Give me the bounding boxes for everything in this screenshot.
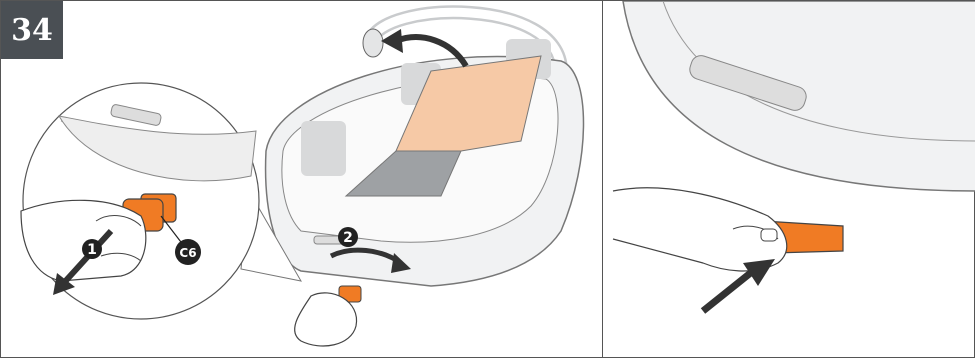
c6-label: C6 (179, 246, 196, 260)
marker-1-label: 1 (87, 242, 97, 258)
left-panel: 2 1 C6 34 (0, 0, 603, 358)
hand-right (613, 188, 787, 271)
marker-2-label: 2 (343, 230, 353, 246)
right-illustration (603, 1, 975, 359)
hand (295, 293, 357, 346)
mesh-panel (301, 121, 346, 176)
hand-closeup (21, 200, 146, 281)
left-illustration: 2 1 C6 (1, 1, 604, 359)
step-number-badge: 34 (1, 1, 63, 59)
right-panel (602, 0, 975, 358)
